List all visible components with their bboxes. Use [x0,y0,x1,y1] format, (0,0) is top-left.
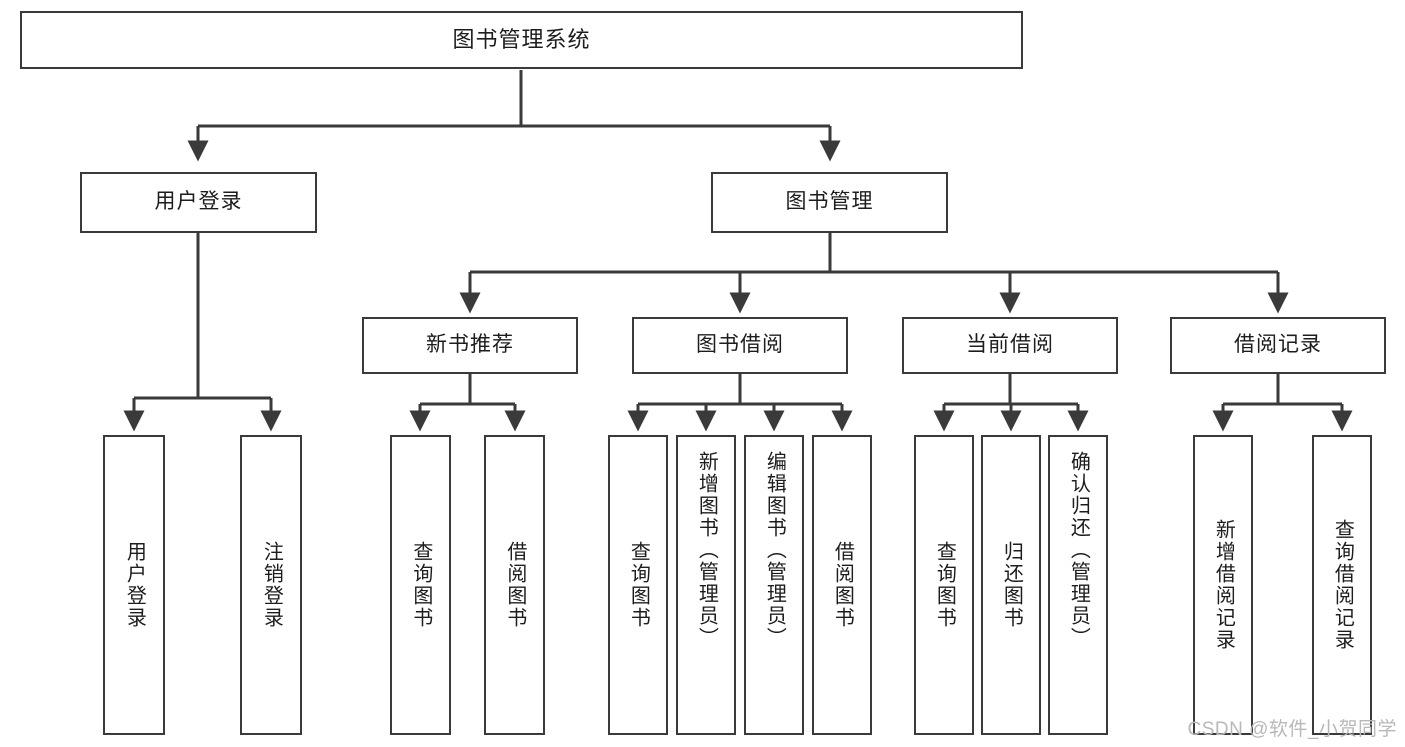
node-label: 确认归还（管理员） [1067,451,1090,649]
node-label: 用户登录 [123,541,146,629]
node-label: 归还图书 [1000,541,1023,629]
leaf-query-book-2[interactable]: 查询图书 [608,435,668,735]
node-label: 新增图书（管理员） [695,451,718,649]
node-label: 借阅记录 [1234,333,1322,357]
leaf-borrow-book-2[interactable]: 借阅图书 [812,435,872,735]
leaf-add-book[interactable]: 新增图书（管理员） [676,435,736,735]
node-label: 图书借阅 [696,333,784,357]
node-new-book-rec[interactable]: 新书推荐 [362,317,578,374]
leaf-user-login[interactable]: 用户登录 [103,435,165,735]
leaf-confirm-return[interactable]: 确认归还（管理员） [1048,435,1108,735]
node-label: 注销登录 [260,541,283,629]
leaf-return-book[interactable]: 归还图书 [981,435,1041,735]
node-label: 编辑图书（管理员） [763,451,786,649]
node-label: 图书管理 [785,190,874,214]
node-label: 新增借阅记录 [1212,519,1235,651]
node-current-borrow[interactable]: 当前借阅 [902,317,1118,374]
node-label: 查询图书 [409,541,432,629]
node-book-manage[interactable]: 图书管理 [711,172,948,233]
node-label: 查询借阅记录 [1331,519,1354,651]
node-label: 查询图书 [933,541,956,629]
leaf-query-book-1[interactable]: 查询图书 [390,435,451,735]
leaf-edit-book[interactable]: 编辑图书（管理员） [744,435,804,735]
node-book-borrow[interactable]: 图书借阅 [632,317,848,374]
csdn-watermark: CSDN @软件_小贺同学 [1187,719,1397,740]
node-label: 用户登录 [154,190,243,214]
node-label: 新书推荐 [426,333,514,357]
node-borrow-record[interactable]: 借阅记录 [1170,317,1386,374]
leaf-add-borrow-record[interactable]: 新增借阅记录 [1193,435,1253,735]
leaf-query-borrow-record[interactable]: 查询借阅记录 [1312,435,1372,735]
node-user-login[interactable]: 用户登录 [80,172,317,233]
node-label: 查询图书 [627,541,650,629]
node-label: 借阅图书 [503,541,526,629]
leaf-borrow-book-1[interactable]: 借阅图书 [484,435,545,735]
leaf-query-book-3[interactable]: 查询图书 [914,435,974,735]
node-label: 图书管理系统 [452,27,591,53]
node-label: 借阅图书 [831,541,854,629]
node-label: 当前借阅 [966,333,1054,357]
node-root-system[interactable]: 图书管理系统 [20,11,1023,69]
leaf-logout-login[interactable]: 注销登录 [240,435,302,735]
